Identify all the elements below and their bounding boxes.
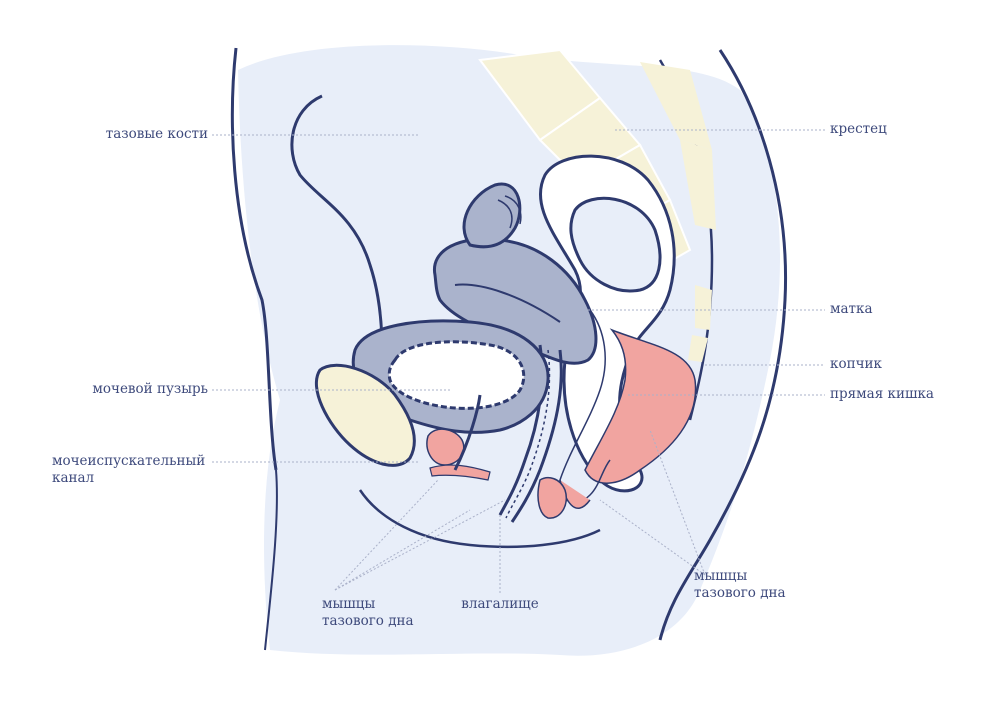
lower-body-outline — [358, 489, 601, 549]
urethra — [453, 394, 482, 471]
label-pelvic-bones: тазовые кости — [105, 126, 208, 142]
leader-lines — [212, 129, 825, 595]
label-coccyx: копчик — [830, 356, 882, 372]
pelvic-floor-muscles-right — [558, 309, 697, 509]
label-sacrum: крестец — [830, 121, 887, 137]
label-pelvic-floor-left: мышцы тазового дна — [322, 596, 414, 629]
label-vagina: влагалище — [461, 596, 539, 612]
pelvic-bone-outline — [230, 47, 278, 471]
back-outline-outer — [658, 49, 788, 641]
label-rectum: прямая кишка — [830, 386, 934, 402]
label-uterus: матка — [830, 301, 873, 317]
label-bladder: мочевой пузырь — [92, 381, 208, 397]
perineum-outline — [264, 469, 278, 651]
pelvic-floor-muscles-left — [426, 428, 567, 519]
label-urethra: мочеиспускательный канал — [52, 453, 206, 486]
label-pelvic-floor-right: мышцы тазового дна — [694, 568, 786, 601]
uterus — [433, 182, 598, 365]
